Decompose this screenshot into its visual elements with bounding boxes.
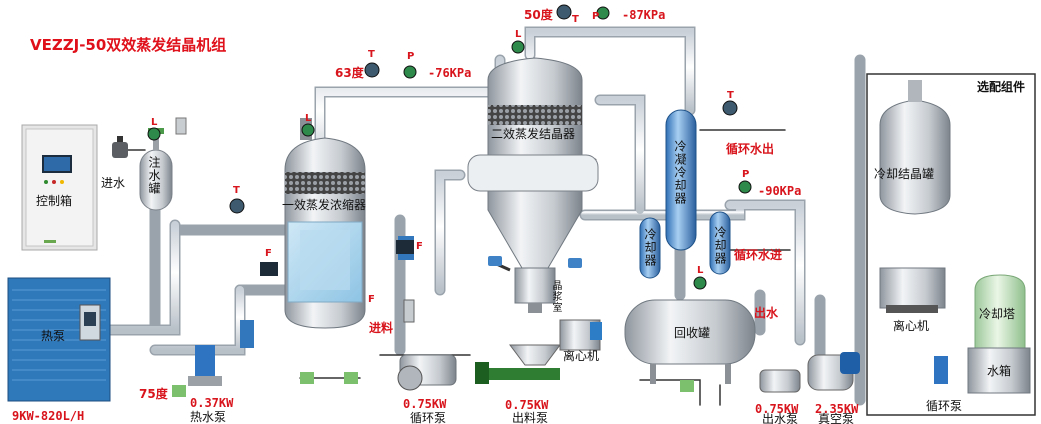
gauge-p-label: P: [592, 11, 600, 22]
effect1-shape: [284, 118, 366, 329]
outlet-pump-name: 出水泵: [762, 412, 799, 424]
gauge-p-label: P: [742, 169, 750, 180]
optional-header: 选配组件: [977, 80, 1026, 94]
circ-water-in-label: 循环水进: [734, 248, 783, 262]
effect1-label: 一效蒸发浓缩器: [282, 198, 367, 212]
cooling-tower-label: 冷却塔: [979, 307, 1016, 321]
gauge-t-label: T: [368, 49, 375, 60]
pumps-shapes: [172, 236, 860, 397]
salt-chamber-label: 晶浆室: [550, 280, 561, 313]
discharge-pump-name: 出料泵: [512, 411, 549, 424]
gauge-l-label: L: [151, 117, 158, 128]
heat-pump-label: 热泵: [41, 329, 66, 343]
gauge-t-label: T: [233, 185, 240, 196]
control-box-label: 控制箱: [36, 194, 73, 208]
control-box-shape: [21, 124, 98, 251]
effect2-pressure: -87KPa: [622, 8, 666, 22]
effect1-temp: 63度: [335, 66, 364, 80]
circ-water-out-label: 循环水出: [726, 142, 775, 156]
gauge-t-label: T: [727, 90, 734, 101]
optional-centrifuge-label: 离心机: [893, 319, 930, 333]
water-out-label: 出水: [754, 306, 779, 320]
vacuum-pump-name: 真空泵: [818, 412, 855, 424]
optional-circ-pump-label: 循环泵: [926, 399, 963, 413]
gauge-t-label: T: [572, 14, 579, 25]
vacuum-pump-power: 2.35KW: [815, 402, 859, 416]
coolers-shape: [639, 211, 731, 279]
gauge-l-label: L: [515, 29, 522, 40]
gauge-f-label: F: [368, 294, 375, 305]
outlet-pump-power: 0.75KW: [755, 402, 799, 416]
water-injection-tank-label: 注水罐: [147, 156, 161, 195]
cooler-a-label: 冷却器: [643, 228, 657, 267]
recovery-tank-label: 回收罐: [674, 326, 711, 340]
diagram-title: VEZZJ-50双效蒸发结晶机组: [30, 36, 227, 54]
effect2-temp: 50度: [524, 8, 553, 22]
circ-pump-name: 循环泵: [410, 411, 447, 424]
gauges: [147, 4, 752, 290]
recovery-tank-shape: [624, 299, 756, 384]
effect2-shape: [467, 57, 599, 313]
gauge-f-label: F: [265, 248, 272, 259]
gauge-f-label: F: [416, 241, 423, 252]
gauge-l-label: L: [697, 265, 704, 276]
heat-pump-shape: [7, 277, 111, 402]
hot-water-pump-power: 0.37KW: [190, 396, 234, 410]
condenser-label: 冷凝冷却器: [673, 140, 687, 205]
feed-label: 进料: [369, 321, 394, 335]
condenser-shape: [665, 109, 697, 251]
effect1-pressure: -76KPa: [428, 66, 472, 80]
vacuum-pressure: -90KPa: [758, 184, 802, 198]
discharge-pump-power: 0.75KW: [505, 398, 549, 412]
water-in-label: 进水: [101, 176, 126, 190]
heat-pump-spec: 9KW-820L/H: [12, 409, 85, 423]
gauge-l-label: L: [305, 113, 312, 124]
cooler-b-label: 冷却器: [713, 226, 727, 265]
circ-pump-power: 0.75KW: [403, 397, 447, 411]
centrifuge-label: 离心机: [563, 349, 600, 363]
hot-water-temp: 75度: [139, 387, 168, 401]
effect2-label: 二效蒸发结晶器: [491, 127, 576, 141]
cooling-crystallizer-label: 冷却结晶罐: [874, 167, 935, 181]
hot-water-pump-name: 热水泵: [190, 410, 227, 424]
gauge-p-label: P: [407, 51, 415, 62]
optional-equipment-shapes: [879, 80, 1031, 394]
water-tank-label: 水箱: [987, 364, 1012, 378]
